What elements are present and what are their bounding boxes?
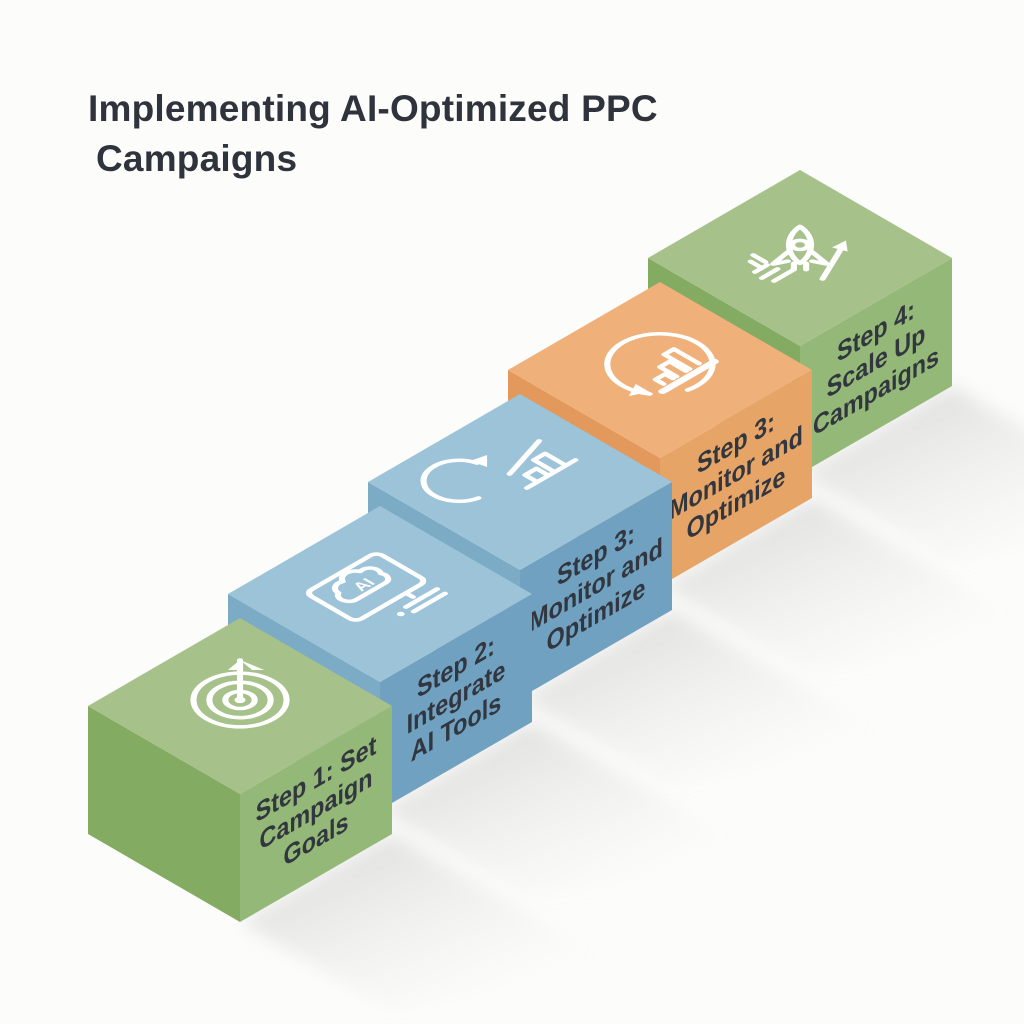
cube-right-face [660, 370, 812, 586]
cube-top-face [508, 282, 812, 458]
cast-shadows [240, 386, 1024, 1010]
page-title-line1: Implementing AI-Optimized PPC [88, 88, 658, 129]
target-icon [190, 658, 290, 729]
shadow [800, 386, 1024, 562]
cube-top-face [228, 506, 532, 682]
cube-right-face [800, 258, 952, 474]
page-title-line2: Campaigns [96, 137, 298, 179]
shadow [660, 498, 1024, 674]
cube-right-face [240, 706, 392, 922]
cycle-chart-icon [604, 332, 719, 396]
shadow [380, 722, 772, 898]
shadow [520, 610, 912, 786]
cube-right-face [520, 482, 672, 698]
step-block-1: Step 1: Set Campaign Goals [88, 618, 392, 922]
cube-right-face [380, 594, 532, 810]
shadow [240, 834, 632, 1010]
refresh-chart-icon [420, 439, 579, 504]
cube-top-face [368, 394, 672, 570]
page-title: Implementing AI-Optimized PPC Campaigns [88, 84, 658, 183]
rocket-icon [747, 224, 848, 283]
cube-left-face [88, 706, 240, 922]
cube-top-face [88, 618, 392, 794]
cube-top-face [648, 170, 952, 346]
